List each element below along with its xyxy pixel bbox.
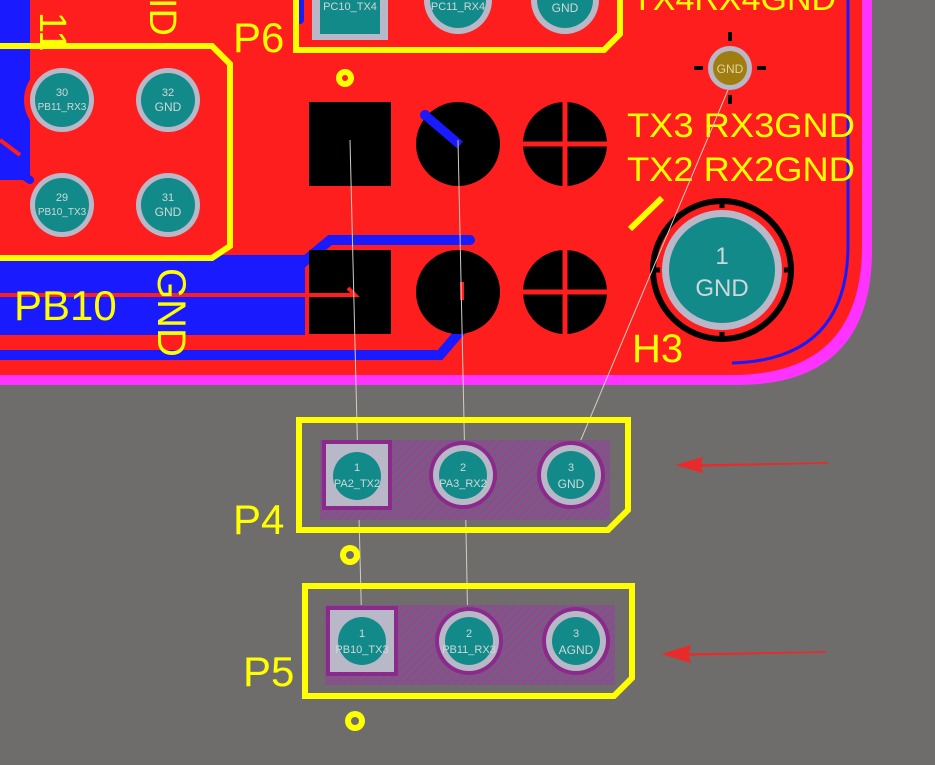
gnd-via[interactable]: GND xyxy=(694,32,766,104)
p4-pin-1[interactable]: 1 PA2_TX2 xyxy=(322,440,392,510)
p5-pin-2[interactable]: 2 PB11_RX3 xyxy=(435,607,503,675)
pad-net-label: GND xyxy=(552,1,579,15)
p6-outline xyxy=(293,0,623,53)
pin-net-label: PA3_RX2 xyxy=(439,478,487,490)
pad-31[interactable]: 31 GND xyxy=(136,173,200,237)
annotation-arrow-p4 xyxy=(675,456,829,474)
footprint-holes xyxy=(309,102,607,334)
pad-net-label: GND xyxy=(155,100,182,114)
silk-slash xyxy=(627,195,665,232)
h3-pad-net: GND xyxy=(695,275,748,302)
silk-tx4-row: TX4RX4GND xyxy=(632,0,836,18)
pad-net-label: GND xyxy=(155,205,182,219)
pin-number: 3 xyxy=(568,462,574,474)
p6-pad-1[interactable]: PC10_TX4 xyxy=(312,0,388,40)
pin-net-label: PB11_RX3 xyxy=(442,644,496,656)
pin-net-label: AGND xyxy=(559,643,594,657)
h3-designator: H3 xyxy=(632,327,683,371)
pad-net-label: PB11_RX3 xyxy=(38,102,87,113)
pin-number: 1 xyxy=(354,462,360,474)
p5-connector[interactable]: 1 PB10_TX3 2 PB11_RX3 3 AGND xyxy=(302,583,635,699)
p4-silk-outline xyxy=(296,417,631,533)
h3-mounting-hole[interactable]: 1 GND xyxy=(650,198,794,342)
silk-tx2-row: TX2 RX2GND xyxy=(627,151,855,189)
left-connector-outline xyxy=(0,43,233,261)
silk-fragment-11: 11 xyxy=(31,12,73,51)
p4-connector[interactable]: 1 PA2_TX2 2 PA3_RX2 3 GND xyxy=(296,417,631,533)
p5-pin-1[interactable]: 1 PB10_TX3 xyxy=(326,606,398,676)
silk-tx3-row: TX3 RX3GND xyxy=(627,107,855,145)
pin-net-label: PA2_TX2 xyxy=(334,478,380,490)
pin-number: 3 xyxy=(573,628,579,640)
p4-designator: P4 xyxy=(233,496,284,543)
p6-pad-3[interactable]: GND xyxy=(531,0,599,34)
pad-net-label: PC10_TX4 xyxy=(323,1,377,13)
pin-number: 1 xyxy=(359,628,365,640)
annotation-arrow-p5 xyxy=(661,644,827,664)
pad-30[interactable]: 30 PB11_RX3 xyxy=(24,62,100,138)
silk-pb10: PB10 xyxy=(14,282,117,329)
pad-29[interactable]: 29 PB10_TX3 xyxy=(30,173,94,237)
p4-pin-3[interactable]: 3 GND xyxy=(537,441,605,509)
p5-designator: P5 xyxy=(243,648,294,695)
silk-gnd-vertical: GND xyxy=(149,268,193,357)
pad-number: 32 xyxy=(162,87,174,99)
pad-number: 29 xyxy=(56,192,68,204)
pad-number: 30 xyxy=(56,87,68,99)
pad-32[interactable]: 32 GND xyxy=(136,68,200,132)
pour-dark-edge xyxy=(731,0,850,365)
p5-pin-3[interactable]: 3 AGND xyxy=(542,607,610,675)
p5-silk-outline xyxy=(302,583,635,699)
p6-pad-2[interactable]: PC11_RX4 xyxy=(424,0,492,34)
pin-number: 2 xyxy=(460,462,466,474)
pad-net-label: PB10_TX3 xyxy=(38,207,87,218)
p4-pin-2[interactable]: 2 PA3_RX2 xyxy=(429,441,497,509)
silk-fragment-id: ID xyxy=(141,0,183,36)
pin-net-label: GND xyxy=(558,477,585,491)
pin-net-label: PB10_TX3 xyxy=(335,644,388,656)
pin-number: 2 xyxy=(466,628,472,640)
via-net-label: GND xyxy=(717,62,744,76)
pad-number: 31 xyxy=(162,192,174,204)
h3-pad-number: 1 xyxy=(715,243,728,270)
p6-designator: P6 xyxy=(233,14,284,61)
pad-net-label: PC11_RX4 xyxy=(431,1,485,13)
